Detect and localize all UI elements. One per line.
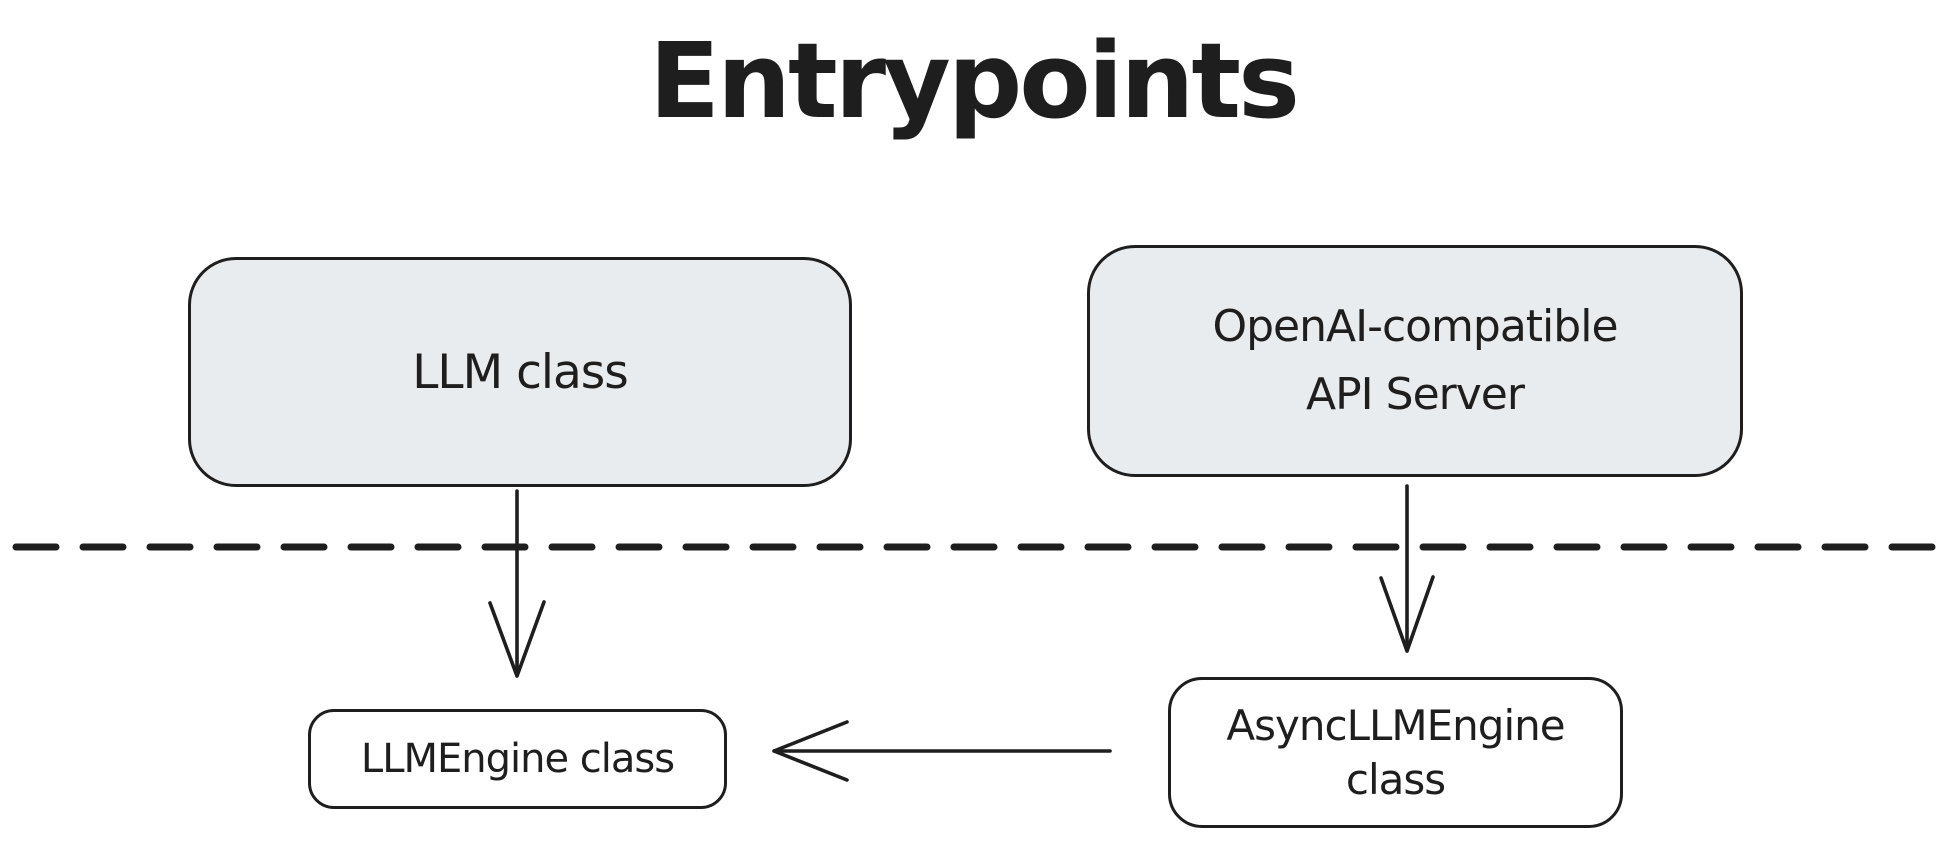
node-openai-api-server-label-line2: API Server — [1306, 369, 1525, 420]
node-llm-engine-class-label: LLMEngine class — [360, 736, 675, 782]
arrow-head — [488, 600, 546, 678]
node-llm-class-label: LLM class — [412, 344, 629, 400]
node-async-llm-engine-class-label-line1: AsyncLLMEngine — [1226, 700, 1565, 750]
node-openai-api-server-label-line1: OpenAI-compatible — [1212, 300, 1618, 352]
arrow-head — [1379, 575, 1435, 653]
node-openai-api-server: OpenAI-compatible API Server — [1087, 245, 1743, 477]
arrow-llm-to-llm-engine-icon — [488, 489, 546, 678]
arrow-head — [772, 720, 849, 782]
node-async-llm-engine-class: AsyncLLMEngine class — [1168, 677, 1623, 828]
node-llm-class: LLM class — [188, 257, 852, 487]
arrow-async-engine-to-llm-engine-icon — [772, 720, 1112, 782]
node-async-llm-engine-class-label-line2: class — [1345, 754, 1446, 804]
diagram-title: Entrypoints — [648, 20, 1300, 142]
arrow-api-server-to-async-engine-icon — [1379, 484, 1435, 653]
node-llm-engine-class: LLMEngine class — [308, 709, 727, 809]
